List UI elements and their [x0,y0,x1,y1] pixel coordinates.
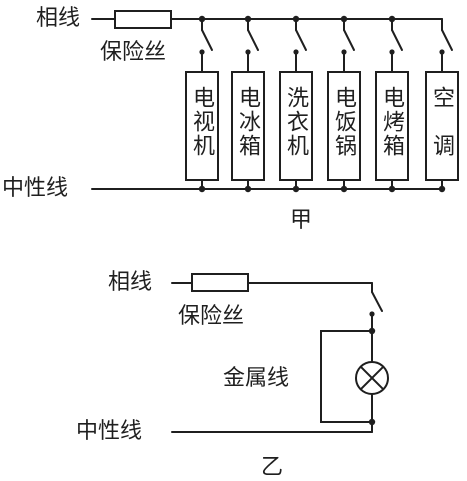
junction-dot [292,185,300,193]
phase-line-label-a: 相线 [36,6,81,31]
appliance-label-2: 电冰箱 [235,86,260,158]
metal-wire-label: 金属线 [223,366,290,391]
junction-dot [292,15,300,23]
fuse-b [191,273,249,292]
neutral-line-label-b: 中性线 [76,419,143,444]
junction-dot [198,185,206,193]
switch-contact [439,49,445,55]
switch-6 [441,29,453,51]
switch-b [371,291,383,312]
appliance-label-1: 电视机 [189,86,214,158]
lamp-cross-2 [359,365,385,391]
junction-dot [438,185,446,193]
junction-dot [244,185,252,193]
switch-3 [295,29,307,51]
metal-wire [320,330,373,423]
junction-dot [340,15,348,23]
appliance-label-5: 电烤箱 [379,86,404,158]
branch-6 [425,18,459,190]
switch-contact [245,49,251,55]
switch-4 [343,29,355,51]
switch-2 [247,29,259,51]
junction-dot [198,15,206,23]
switch-contact [293,49,299,55]
switch-contact [389,49,395,55]
fuse-label-b: 保险丝 [178,304,245,329]
junction-dot [388,185,396,193]
caption-b: 乙 [261,455,284,480]
junction-dot [368,418,376,426]
appliance-label-6: 空调 [429,86,454,182]
fuse-label-a: 保险丝 [100,40,167,65]
caption-a: 甲 [290,208,313,233]
appliance-label-4: 电饭锅 [331,86,356,158]
switch-contact [199,49,205,55]
junction-dot [368,327,376,335]
junction-dot [244,15,252,23]
switch-1 [201,29,213,51]
switch-contact [341,49,347,55]
switch-5 [391,29,403,51]
neutral-line-label-a: 中性线 [2,176,69,201]
switch-contact [369,311,375,317]
junction-dot [388,15,396,23]
fuse-a [114,10,172,29]
appliance-label-3: 洗衣机 [283,86,308,158]
phase-line-label-b: 相线 [108,270,153,295]
junction-dot [340,185,348,193]
